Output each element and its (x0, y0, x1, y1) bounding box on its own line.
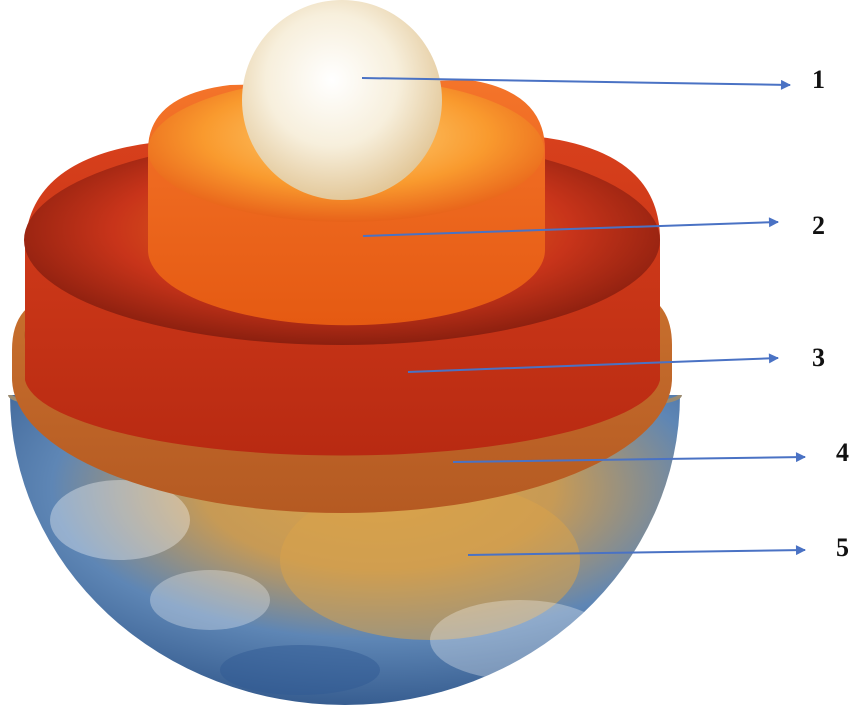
layer-label-4: 4 (836, 438, 849, 467)
pointer-arrow-5 (467, 545, 806, 556)
layer-label-1: 1 (812, 65, 825, 94)
inner-core-layer (242, 0, 442, 200)
pointer-arrow-1 (361, 77, 791, 90)
layer-label-3: 3 (812, 343, 825, 372)
pointer-arrow-2 (362, 217, 779, 237)
layer-label-5: 5 (836, 533, 849, 562)
pointer-arrow-3 (407, 353, 779, 373)
pointer-arrow-4 (452, 452, 806, 463)
layer-label-2: 2 (812, 211, 825, 240)
